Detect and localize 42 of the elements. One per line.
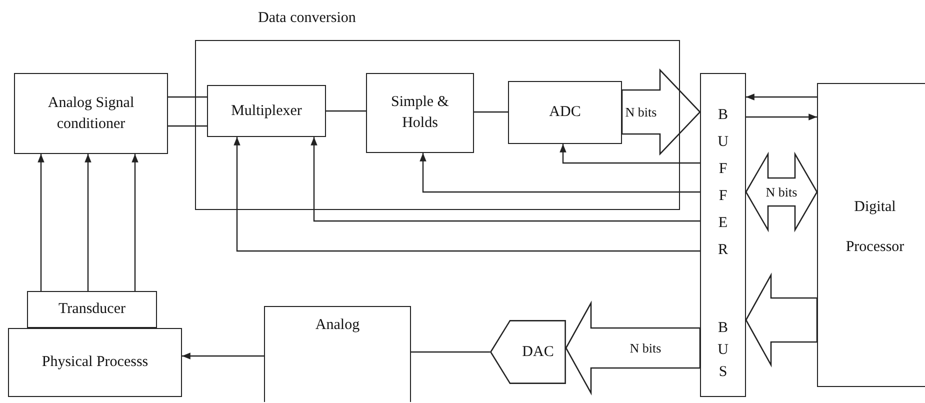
connector-line [168, 125, 207, 127]
connector-line [411, 351, 490, 353]
node-label: DAC [521, 342, 555, 362]
arrow [38, 154, 44, 291]
process-box [817, 83, 925, 387]
block-arrow [745, 272, 818, 368]
arrow [746, 114, 817, 120]
process-box [14, 73, 168, 154]
node-label: ADC [549, 103, 581, 122]
arrow [746, 94, 817, 100]
arrow [560, 144, 700, 164]
arrow [310, 137, 700, 222]
process-box [8, 328, 182, 397]
edge-label: N bits [628, 340, 662, 356]
node-label: Transducer [58, 300, 126, 319]
node-label: Physical Processs [42, 353, 148, 372]
node-label: BUFFER [716, 106, 730, 260]
node-label: Simple & Holds [390, 93, 450, 133]
process-box [264, 306, 411, 402]
arrow [182, 352, 264, 360]
process-box [508, 81, 622, 144]
arrow [132, 154, 138, 291]
node-label: Analog Signal conditioner [46, 94, 136, 134]
arrow [234, 137, 700, 252]
node-label: BUS [716, 319, 730, 382]
arrow [84, 154, 92, 291]
connector-line [168, 96, 207, 98]
arrow [420, 153, 700, 193]
edge-label: N bits [764, 184, 798, 200]
edge-label: N bits [624, 104, 658, 120]
block-arrow [565, 300, 701, 396]
process-box [366, 73, 474, 153]
node-label: Analog [315, 316, 360, 335]
process-box [27, 291, 157, 328]
process-box [207, 85, 326, 137]
node-label: Multiplexer [231, 102, 302, 120]
node-label: Digital Processor [844, 198, 906, 257]
connector-line [474, 111, 508, 113]
group-title: Data conversion [258, 10, 356, 27]
converter-shape [490, 320, 566, 384]
buffer-bus-bar [700, 73, 746, 397]
connector-line [326, 110, 366, 112]
